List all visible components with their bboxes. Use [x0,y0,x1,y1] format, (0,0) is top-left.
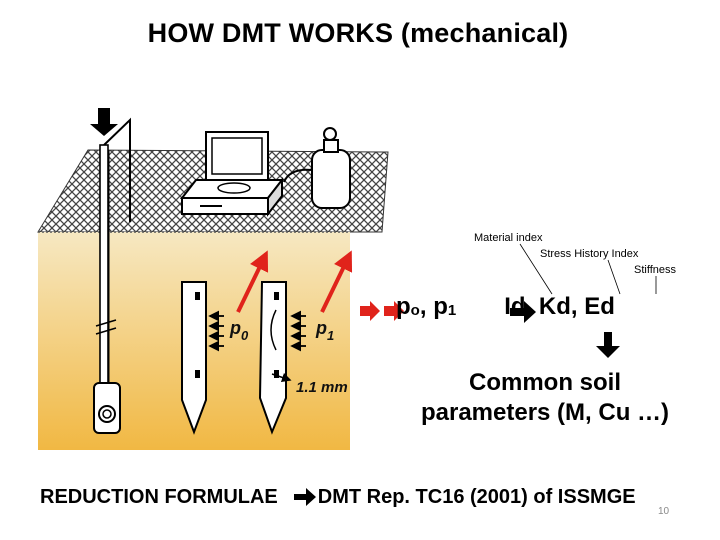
red-right-arrow-icon [384,301,404,321]
reduction-left: REDUCTION FORMULAE [40,486,278,508]
blade-p1 [258,281,306,435]
red-arrow-p1 [320,250,353,313]
slide-title: HOW DMT WORKS (mechanical) [147,18,569,48]
push-down-arrow-icon [90,108,118,136]
reduction-formulae-line: REDUCTION FORMULAE DMT Rep. TC16 (2001) o… [40,486,636,509]
stress-history-index-label: Stress History Index [540,248,639,260]
down-arrow-icon [596,332,620,358]
p1-symbol: p1 [433,293,457,320]
formula-arrow-icon [510,301,536,323]
page-number: 10 [658,506,670,517]
p1-diagram-label: p1 [315,318,334,343]
p0-diagram-label: p0 [229,318,249,343]
common-soil-parameters: Common soil parameters (M, Cu …) [400,368,690,428]
stiffness-label: Stiffness [634,264,676,276]
red-right-arrow-icon [360,301,380,321]
red-arrow-p0 [236,250,269,313]
red-right-arrows [360,301,404,321]
red-arrows [236,250,353,313]
reduction-arrow-icon [294,488,316,506]
leader-line-stress [607,259,621,295]
formula-outputs: Id, Kd, Ed [504,293,615,320]
gas-tank [283,127,351,209]
control-unit [179,131,285,217]
material-index-label: Material index [474,232,543,244]
reduction-right: DMT Rep. TC16 (2001) of ISSMGE [317,486,636,508]
blade-p0 [181,281,224,435]
common-line-1: Common soil [468,369,621,396]
displacement-label: 1.1 mm [296,379,348,396]
p0-symbol: po [396,293,420,320]
leader-line-material [519,243,553,295]
push-rod [93,117,131,434]
common-line-2: parameters (M, Cu …) [420,399,670,426]
